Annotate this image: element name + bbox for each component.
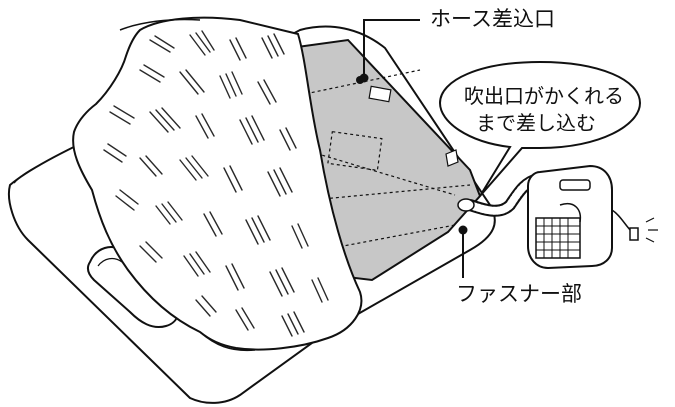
fastener-label: ファスナー部 xyxy=(456,282,582,306)
leader-fastener xyxy=(458,225,468,278)
hose-inlet-marker xyxy=(368,85,392,103)
hose-inlet-label: ホース差込口 xyxy=(430,7,555,31)
callout-line2: まで差し込む xyxy=(476,111,596,135)
power-cord xyxy=(611,209,658,243)
futon-comforter xyxy=(72,16,363,352)
futon-dryer-unit xyxy=(527,164,613,270)
comforter-pattern xyxy=(103,30,329,337)
dryer-grille xyxy=(535,217,581,259)
leader-hose-inlet xyxy=(359,19,420,83)
power-plug-icon xyxy=(629,227,639,241)
callout-line1: 吹出口がかくれる xyxy=(464,84,624,108)
drying-sheet xyxy=(288,38,482,282)
callout-bubble xyxy=(438,60,642,197)
